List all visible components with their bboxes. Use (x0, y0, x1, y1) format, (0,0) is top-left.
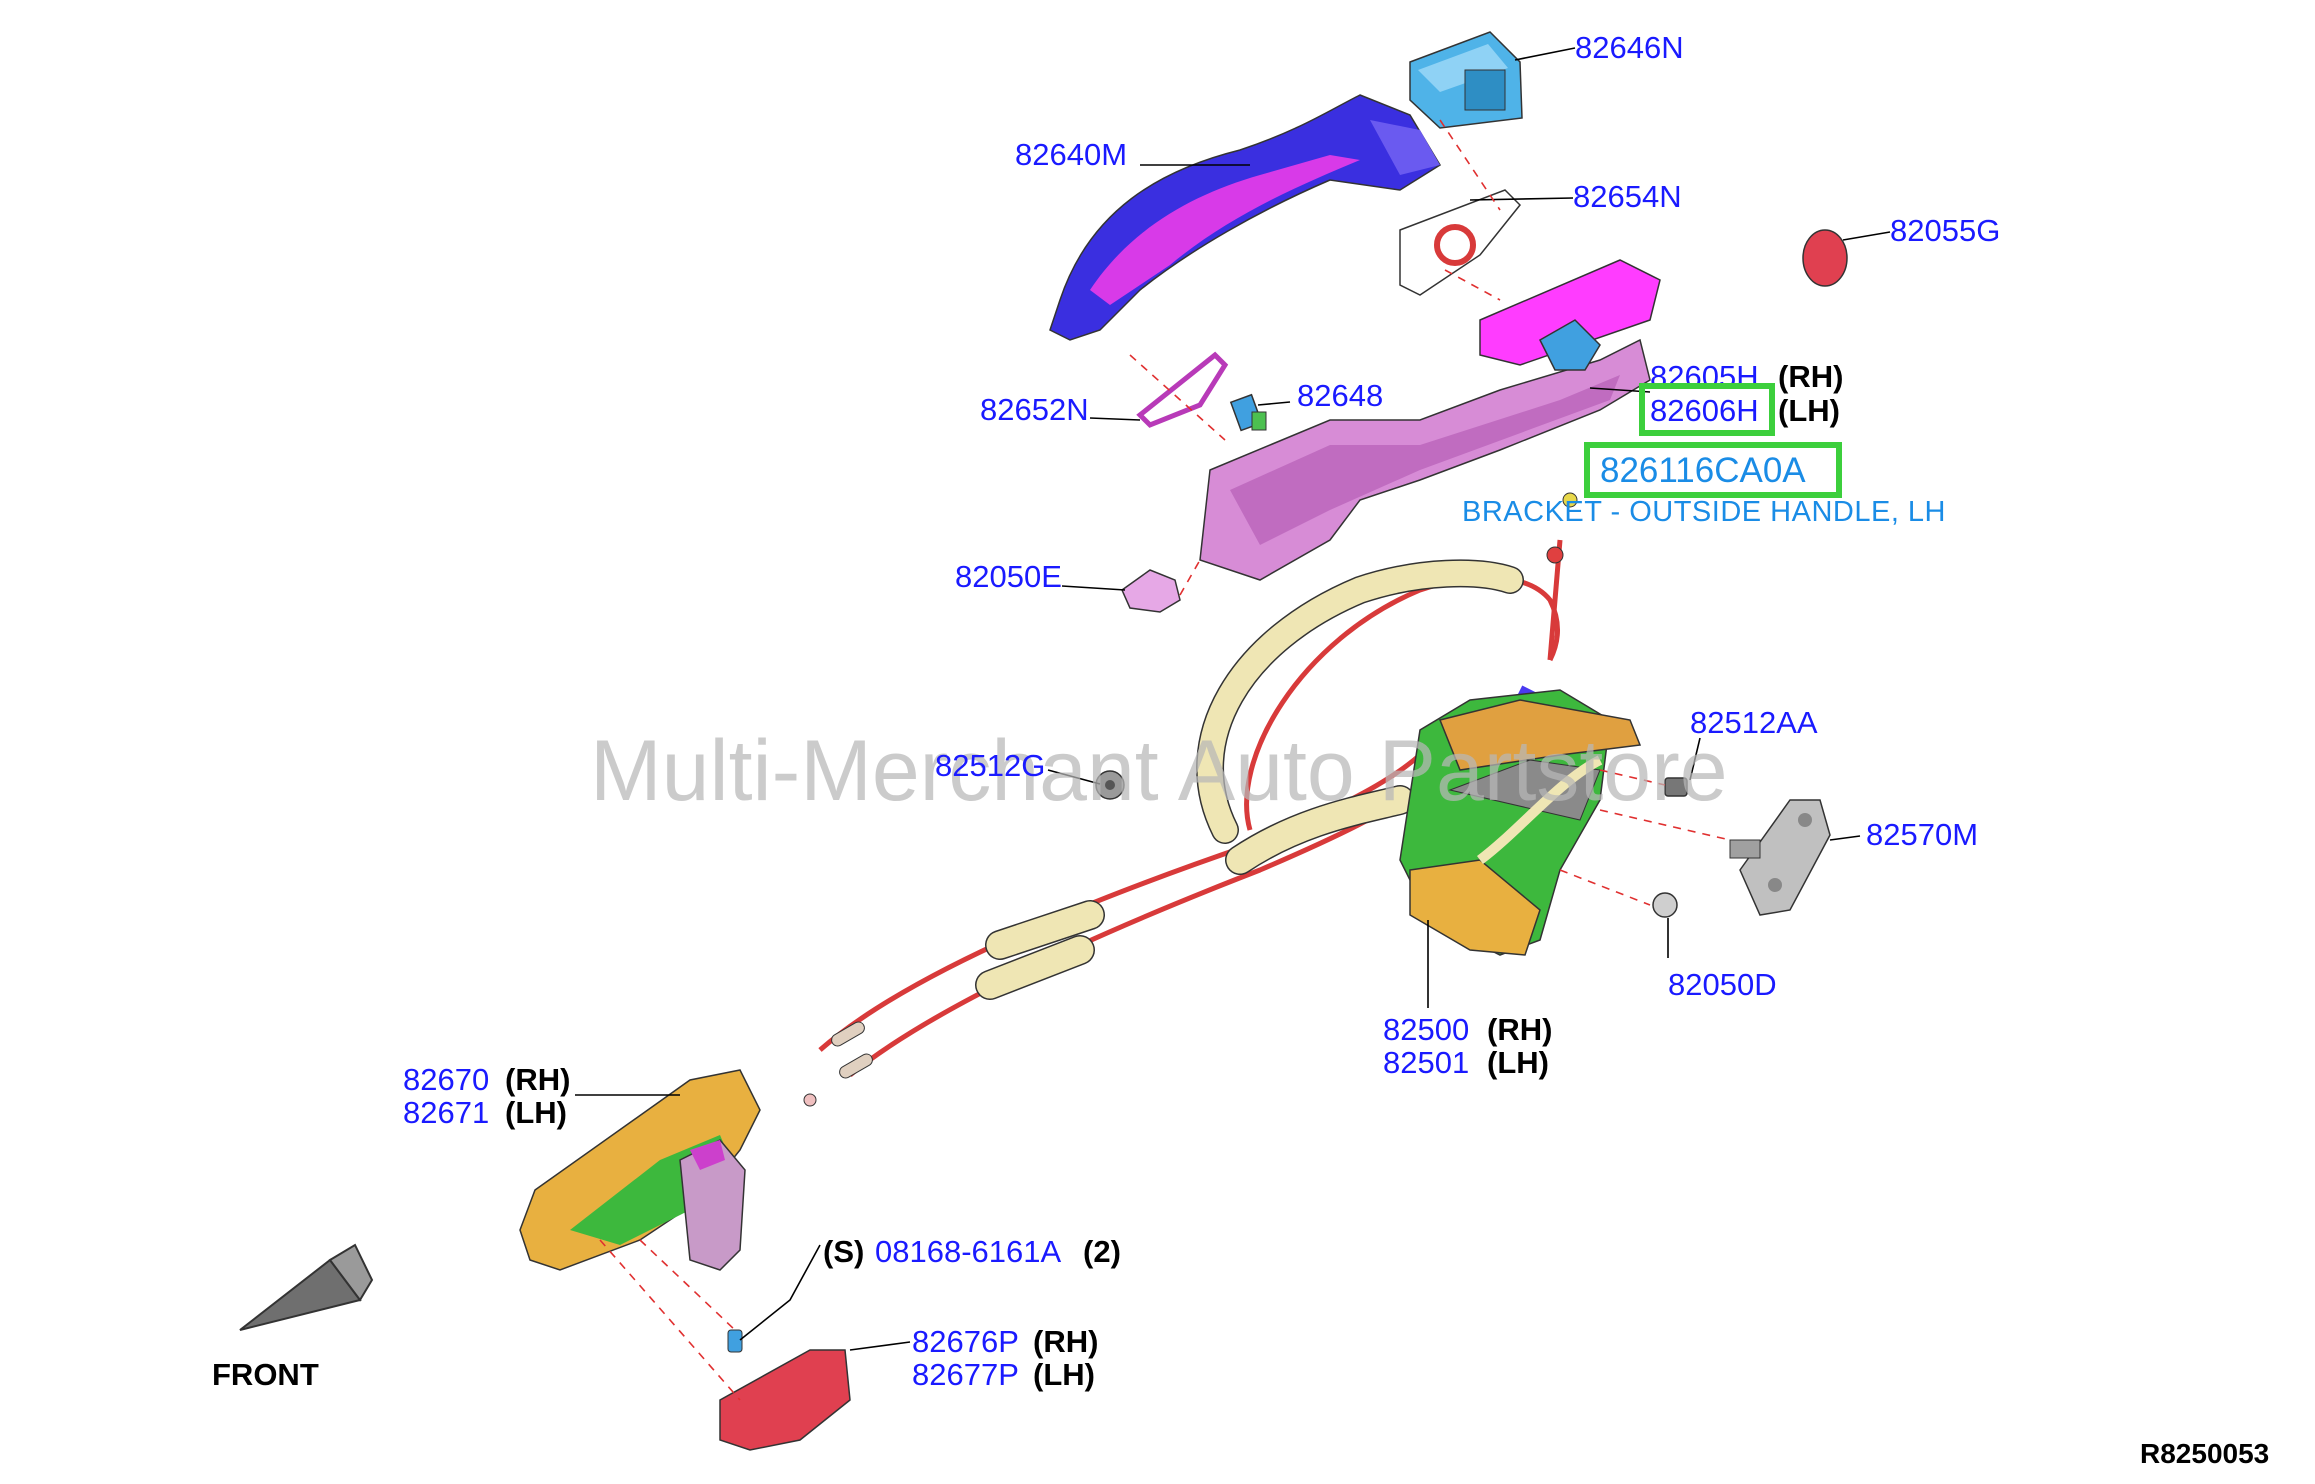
callout-82512G[interactable]: 82512G (935, 748, 1045, 783)
part-outside-handle-bracket-illustration (1199, 259, 1661, 581)
callout-82654N[interactable]: 82654N (1573, 179, 1682, 214)
part-82676P-escutcheon-illustration (719, 1349, 851, 1451)
callout-82677P[interactable]: 82677P (912, 1357, 1019, 1392)
highlight-box-part-number (1584, 442, 1842, 498)
callout-82676P-side: (RH) (1033, 1324, 1098, 1359)
part-82570M-striker-illustration (1729, 799, 1831, 916)
highlighted-part-description: BRACKET - OUTSIDE HANDLE, LH (1462, 496, 1946, 528)
part-82648-clip-illustration (1229, 393, 1267, 432)
callout-82606H-side: (LH) (1778, 393, 1840, 428)
callout-82050E[interactable]: 82050E (955, 559, 1062, 594)
callout-08168-6161A-qty: (2) (1083, 1234, 1121, 1269)
highlighted-part-number[interactable]: 826116CA0A (1600, 451, 1806, 490)
cable-end-fittings-illustration (803, 1021, 873, 1107)
callout-82676P[interactable]: 82676P (912, 1324, 1019, 1359)
callout-82671[interactable]: 82671 (403, 1095, 489, 1130)
leader-lines (575, 47, 1891, 1401)
part-82646N-cover-illustration (1409, 31, 1523, 129)
callout-82050D[interactable]: 82050D (1668, 967, 1777, 1002)
part-82050D-clip-illustration (1652, 892, 1678, 918)
part-82500-door-lock-actuator-illustration (1399, 689, 1642, 956)
front-label: FRONT (212, 1357, 319, 1392)
callout-82570M[interactable]: 82570M (1866, 817, 1978, 852)
callout-standard-part-prefix: (S) (823, 1234, 864, 1269)
callout-82652N[interactable]: 82652N (980, 392, 1089, 427)
part-82670-inside-handle-illustration (519, 1069, 761, 1271)
callout-82640M[interactable]: 82640M (1015, 137, 1127, 172)
callout-82670-side: (RH) (505, 1062, 570, 1097)
callout-82670[interactable]: 82670 (403, 1062, 489, 1097)
callout-82646N[interactable]: 82646N (1575, 30, 1684, 65)
cable-sheath-illustration (975, 492, 1578, 1000)
diagram-reference-number: R8250053 (2140, 1438, 2269, 1469)
callout-82501-side: (LH) (1487, 1045, 1549, 1080)
callout-82606H[interactable]: 82606H (1650, 393, 1759, 428)
callout-82500-side: (RH) (1487, 1012, 1552, 1047)
callout-82648[interactable]: 82648 (1297, 378, 1383, 413)
part-82050E-clip-illustration (1121, 569, 1181, 613)
part-82654N-gasket-illustration (1399, 189, 1522, 296)
callout-82055G[interactable]: 82055G (1890, 213, 2000, 248)
highlight-box-82606H (1639, 383, 1775, 436)
part-82640M-outside-handle-illustration (1049, 94, 1442, 341)
front-direction-arrow-icon (239, 1243, 374, 1331)
callout-82677P-side: (LH) (1033, 1357, 1095, 1392)
part-82512G-gear-illustration (1095, 770, 1125, 800)
part-82652N-gasket-illustration (1136, 351, 1229, 428)
callout-82501[interactable]: 82501 (1383, 1045, 1469, 1080)
callout-82512AA[interactable]: 82512AA (1690, 705, 1818, 740)
callout-82671-side: (LH) (505, 1095, 567, 1130)
part-82512AA-bolt-illustration (1664, 777, 1688, 797)
part-82055G-cap-illustration (1802, 229, 1848, 287)
watermark-text: Multi-Merchant Auto Partstore (590, 723, 1728, 819)
callout-08168-6161A[interactable]: 08168-6161A (875, 1234, 1061, 1269)
callout-82605H-side: (RH) (1778, 359, 1843, 394)
callout-82500[interactable]: 82500 (1383, 1012, 1469, 1047)
part-08168-6161A-screw-illustration (727, 1329, 743, 1353)
